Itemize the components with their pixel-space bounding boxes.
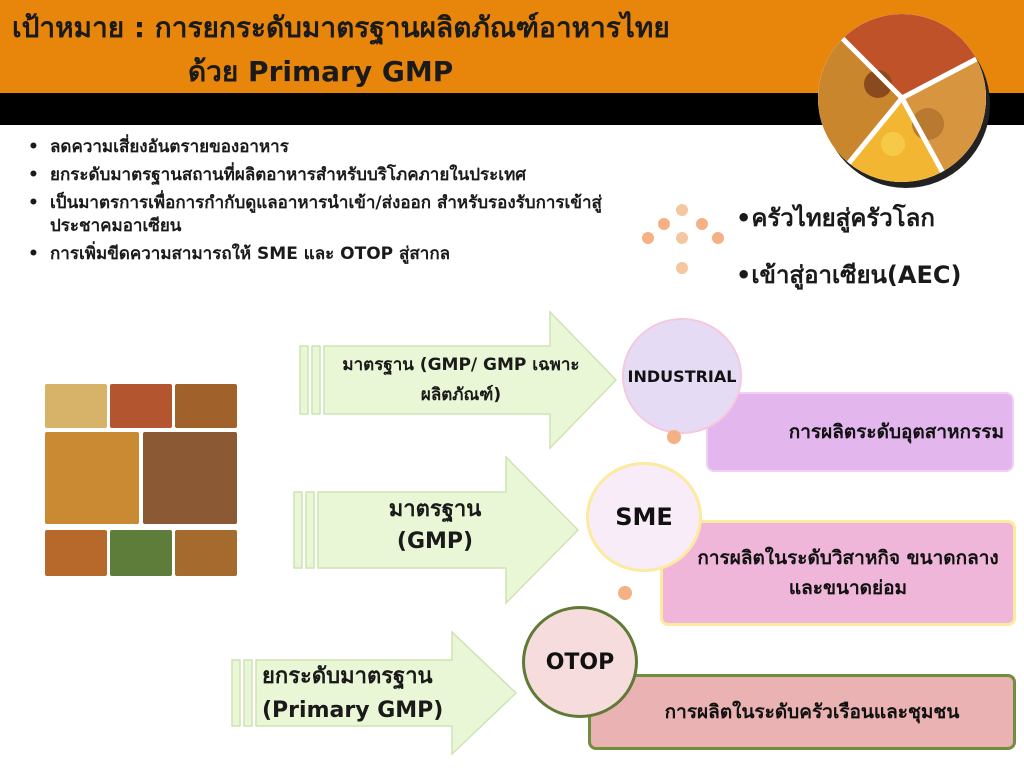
thai-food-collage-image — [818, 14, 986, 182]
industrial-circle: INDUSTRIAL — [622, 318, 742, 434]
objectives-list: ลดความเสี่ยงอันตรายของอาหาร ยกระดับมาตรฐ… — [28, 136, 602, 271]
food-products-photo-grid — [45, 384, 237, 576]
otop-circle: OTOP — [522, 606, 638, 718]
arrow-sme-label: มาตรฐาน (GMP) — [388, 497, 482, 554]
arrow-industrial — [299, 310, 618, 450]
objective-item: ยกระดับมาตรฐานสถานที่ผลิตอาหารสำหรับบริโ… — [28, 164, 570, 187]
goal-item: •เข้าสู่อาเซียน(AEC) — [736, 261, 962, 289]
arrow-otop — [231, 630, 518, 756]
objective-item: การเพิ่มขีดความสามารถให้ SME และ OTOP สู… — [28, 243, 598, 266]
arrow-industrial-label: มาตรฐาน (GMP/ GMP เฉพาะผลิตภัณฑ์) — [342, 355, 580, 405]
arrow-sme — [293, 455, 580, 605]
connector-dot — [667, 430, 681, 444]
goal-item: •ครัวไทยสู่ครัวโลก — [736, 204, 935, 232]
sme-description-box: การผลิตในระดับวิสาหกิจ ขนาดกลางและขนาดย่… — [660, 520, 1016, 626]
decorative-dots — [640, 200, 730, 280]
page-title-line2: ด้วย Primary GMP — [188, 55, 454, 88]
objective-item: เป็นมาตรการเพื่อการกำกับดูแลอาหารนำเข้า/… — [28, 192, 610, 238]
industrial-description-box: การผลิตระดับอุตสาหกรรม — [706, 392, 1014, 472]
connector-dot — [618, 586, 632, 600]
sme-circle: SME — [586, 462, 702, 572]
arrow-otop-label: ยกระดับมาตรฐาน (Primary GMP) — [262, 664, 444, 723]
page-title-line1: เป้าหมาย : การยกระดับมาตรฐานผลิตภัณฑ์อาห… — [12, 11, 670, 44]
goals-list: •ครัวไทยสู่ครัวโลก •เข้าสู่อาเซียน(AEC) — [736, 198, 961, 312]
otop-description-box: การผลิตในระดับครัวเรือนและชุมชน — [588, 674, 1016, 750]
objective-item: ลดความเสี่ยงอันตรายของอาหาร — [28, 136, 598, 159]
